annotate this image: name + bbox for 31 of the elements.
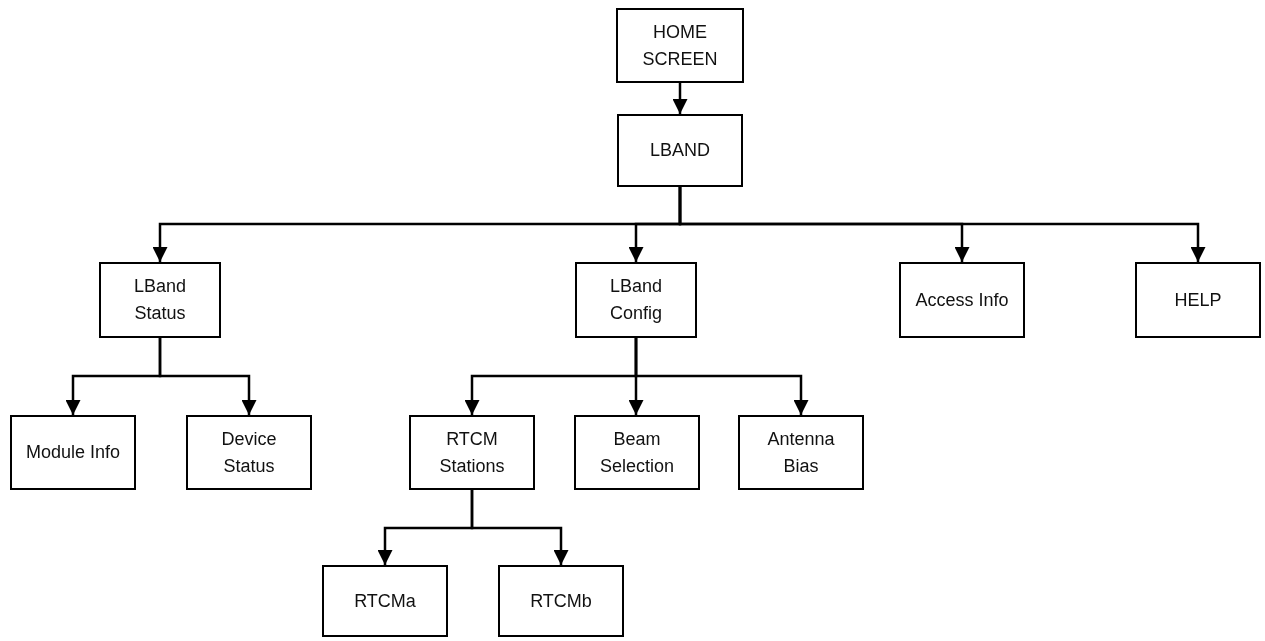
menu-box	[409, 415, 535, 490]
menu-box	[1135, 262, 1261, 338]
box-label: Module Info	[25, 441, 121, 464]
box-label: LBand Status	[132, 275, 188, 325]
box-label: LBand Config	[608, 275, 664, 325]
arrow	[672, 83, 688, 114]
arrow	[470, 490, 569, 565]
menu-box	[498, 565, 624, 637]
box-label: Beam Selection	[598, 427, 676, 478]
menu-box	[186, 415, 312, 490]
box-label: RTCMb	[530, 589, 592, 613]
box-label: HOME SCREEN	[641, 20, 719, 71]
menu-box	[616, 8, 744, 83]
menu-box	[575, 262, 697, 338]
box-label: Device Status	[220, 427, 278, 478]
box-label: HELP	[1174, 288, 1222, 312]
box-label: LBAND	[650, 139, 710, 162]
arrow	[634, 338, 809, 415]
box-label: Access Info	[915, 288, 1009, 312]
menu-box	[899, 262, 1025, 338]
menu-box	[322, 565, 448, 637]
arrow	[158, 338, 257, 415]
box-label: RTCM Stations	[438, 427, 506, 478]
menu-box	[617, 114, 743, 187]
menu-box	[99, 262, 221, 338]
box-label: Antenna Bias	[766, 427, 836, 478]
arrow	[678, 187, 1206, 262]
menu-box	[574, 415, 700, 490]
menu-box	[10, 415, 136, 490]
menu-box	[738, 415, 864, 490]
box-label: RTCMa	[354, 589, 416, 613]
